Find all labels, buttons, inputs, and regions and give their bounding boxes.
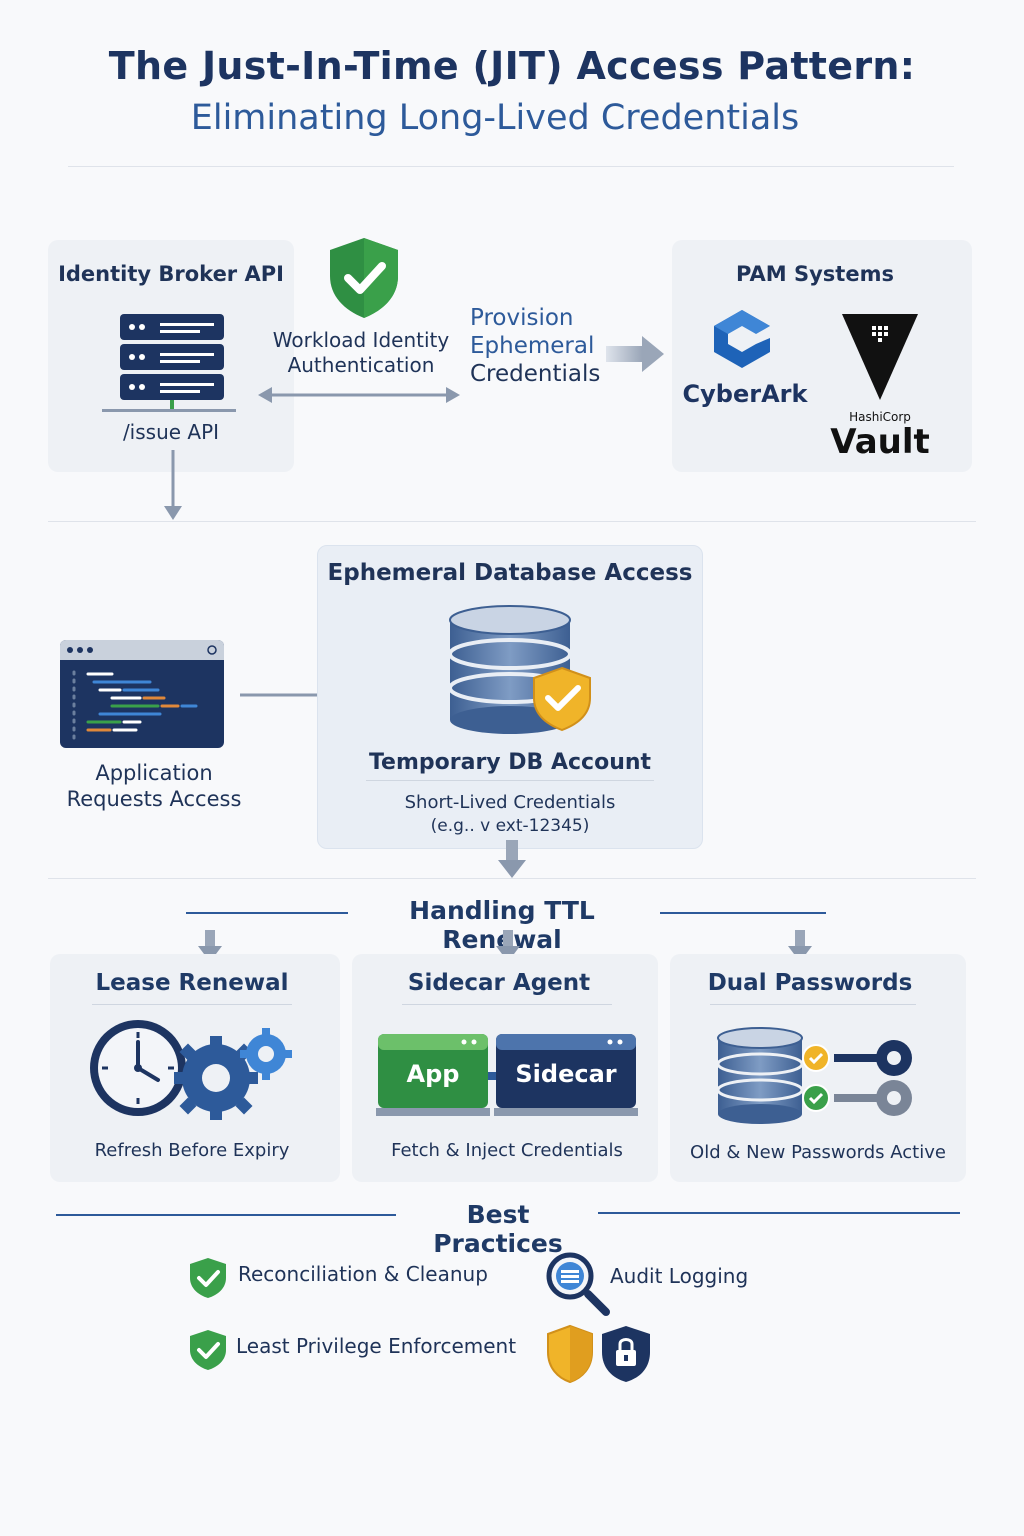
ephemeral-db-title: Ephemeral Database Access — [327, 560, 693, 586]
cyberark-label: CyberArk — [682, 380, 808, 408]
lease-renewal-card: Lease Renewal Refresh Before Expiry — [50, 954, 340, 1182]
identity-broker-panel: Identity Broker API /issue API — [48, 240, 294, 472]
shields-lock-icon — [547, 1324, 650, 1384]
shield-check-icon — [330, 238, 398, 318]
sidecar-agent-rule — [402, 1004, 612, 1005]
credential-example-label: (e.g.. v ext-12345) — [430, 816, 590, 836]
db-panel-divider — [366, 780, 654, 781]
page-subtitle: Eliminating Long-Lived Credentials — [190, 98, 800, 138]
provision-label: Provision Ephemeral Credentials — [470, 304, 600, 388]
sidecar-agent-title: Sidecar Agent — [407, 970, 591, 996]
renewal-rule-right — [660, 912, 826, 914]
dual-passwords-title: Dual Passwords — [707, 970, 913, 996]
title-divider — [68, 166, 954, 167]
vault-label: Vault — [830, 422, 930, 462]
best-practices-heading: Best Practices — [433, 1200, 563, 1258]
lease-renewal-title: Lease Renewal — [95, 970, 289, 996]
database-keys-icon — [716, 1027, 912, 1124]
provision-line-1: Provision — [470, 305, 574, 331]
shield-check-icon-reconciliation — [190, 1258, 226, 1298]
arrow-down-2-icon — [498, 840, 526, 878]
short-lived-credentials-label: Short-Lived Credentials — [404, 792, 616, 813]
pam-title: PAM Systems — [736, 262, 894, 286]
magnifier-audit-icon — [546, 1252, 610, 1316]
lease-renewal-rule — [92, 1004, 292, 1005]
provision-line-3: Credentials — [470, 361, 601, 387]
issue-api-label: /issue API — [122, 420, 220, 444]
best-practices-rule-left — [56, 1214, 396, 1216]
provision-line-2: Ephemeral — [470, 333, 595, 359]
cyberark-logo-icon — [714, 310, 770, 368]
temporary-db-account-label: Temporary DB Account — [368, 750, 652, 775]
arrow-right-icon — [606, 336, 664, 372]
bidirectional-arrow — [258, 387, 460, 403]
pam-systems-panel: PAM Systems CyberArk HashiCorp Vault — [672, 240, 972, 472]
application-requests-label: Application Requests Access — [66, 761, 242, 812]
vault-logo-icon — [842, 314, 918, 400]
lease-renewal-caption: Refresh Before Expiry — [94, 1140, 290, 1161]
renewal-rule-left — [186, 912, 348, 914]
sidecar-agent-caption: Fetch & Inject Credentials — [391, 1140, 623, 1161]
bp-audit-logging: Audit Logging — [610, 1264, 749, 1288]
dual-passwords-rule — [710, 1004, 916, 1005]
app-box-label: App — [406, 1060, 460, 1088]
bp-reconciliation: Reconciliation & Cleanup — [238, 1262, 488, 1286]
shield-check-icon-least-privilege — [190, 1330, 226, 1370]
hashicorp-label: HashiCorp — [849, 410, 911, 424]
ephemeral-db-panel: Ephemeral Database Access Temporary DB A… — [317, 545, 703, 849]
database-shield-icon — [448, 605, 591, 734]
server-icon — [102, 314, 236, 412]
dual-passwords-caption: Old & New Passwords Active — [690, 1142, 946, 1163]
sidecar-agent-card: Sidecar Agent App Sidecar Fetch & Inject… — [352, 954, 658, 1182]
code-window-icon — [60, 640, 224, 748]
arrow-down-icon — [164, 450, 182, 520]
workload-identity-label: Workload Identity Authentication — [272, 328, 450, 377]
app-sidecar-icon — [376, 1034, 638, 1116]
section-divider-1 — [48, 521, 976, 522]
identity-broker-title: Identity Broker API — [58, 262, 284, 286]
sidecar-box-label: Sidecar — [515, 1060, 617, 1088]
bp-least-privilege: Least Privilege Enforcement — [236, 1334, 517, 1358]
dual-passwords-card: Dual Passwords Old & New Passwords Activ… — [670, 954, 966, 1182]
clock-gears-icon — [90, 1020, 292, 1120]
section-divider-2 — [48, 878, 976, 879]
best-practices-rule-right — [598, 1212, 960, 1214]
page-title: The Just-In-Time (JIT) Access Pattern: — [108, 44, 916, 88]
